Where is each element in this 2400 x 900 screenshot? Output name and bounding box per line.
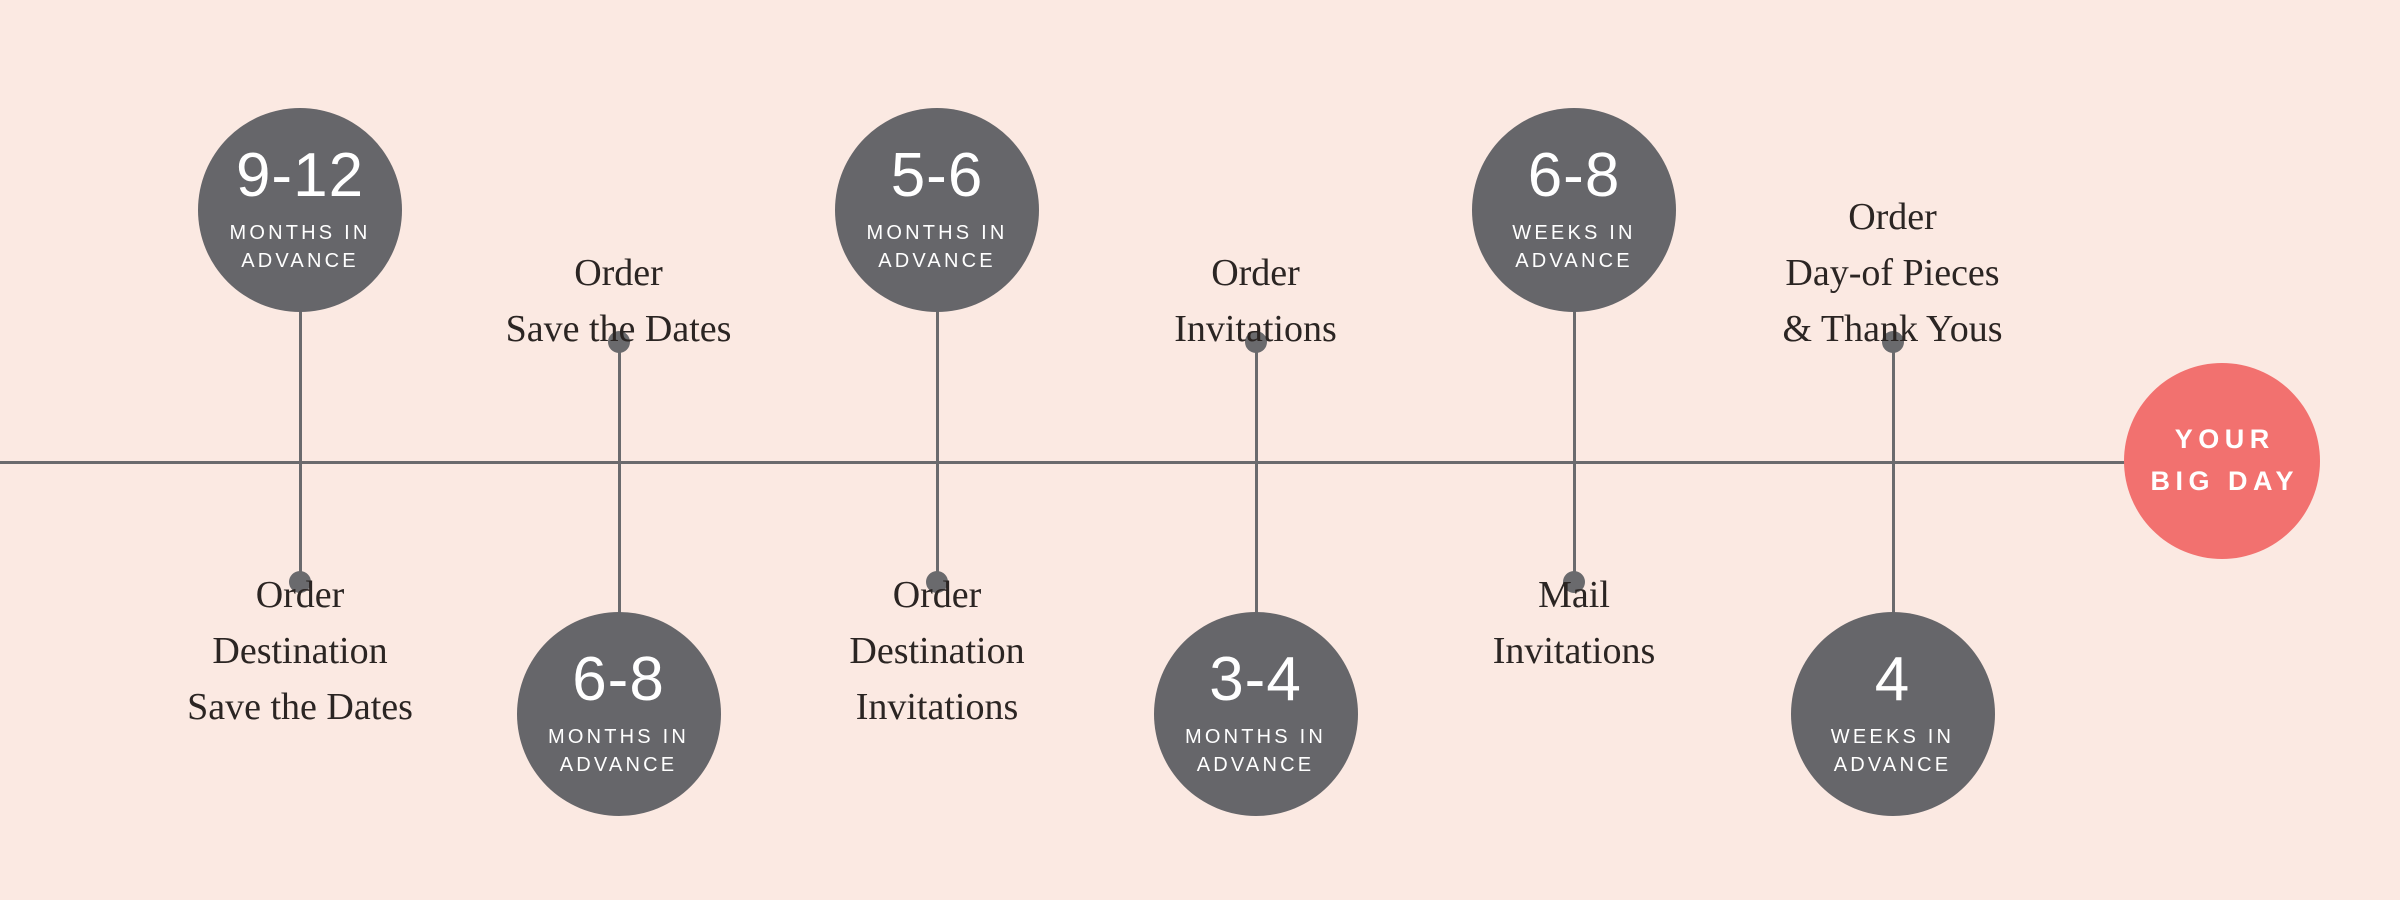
connector-stem	[1254, 342, 1258, 714]
connector-stem	[1891, 342, 1895, 714]
connector-dot	[607, 331, 630, 353]
connector-stem	[936, 210, 939, 582]
connector-stem	[1573, 210, 1576, 582]
badge-number: 5-6	[890, 140, 984, 210]
your-big-day-line-2: BIG DAY	[2150, 466, 2300, 496]
connector-dot	[926, 571, 948, 593]
connector-dot	[1563, 571, 1585, 593]
connector-stem	[617, 342, 621, 714]
badge-number: 9-12	[235, 140, 365, 210]
badge-number: 6-8	[572, 644, 665, 714]
badge-number: 4	[1874, 644, 1911, 714]
connector-dot	[1244, 331, 1267, 353]
your-big-day-line-1: YOUR	[2174, 424, 2275, 455]
badge-number: 3-4	[1209, 644, 1302, 714]
badge-number: 6-8	[1527, 140, 1621, 210]
connector-dot	[289, 571, 311, 593]
timeline-axis	[0, 461, 2222, 464]
connector-stem	[299, 210, 302, 582]
your-big-day-badge[interactable]: YOUR BIG DAY	[2124, 363, 2320, 559]
connector-dot	[1881, 331, 1904, 353]
